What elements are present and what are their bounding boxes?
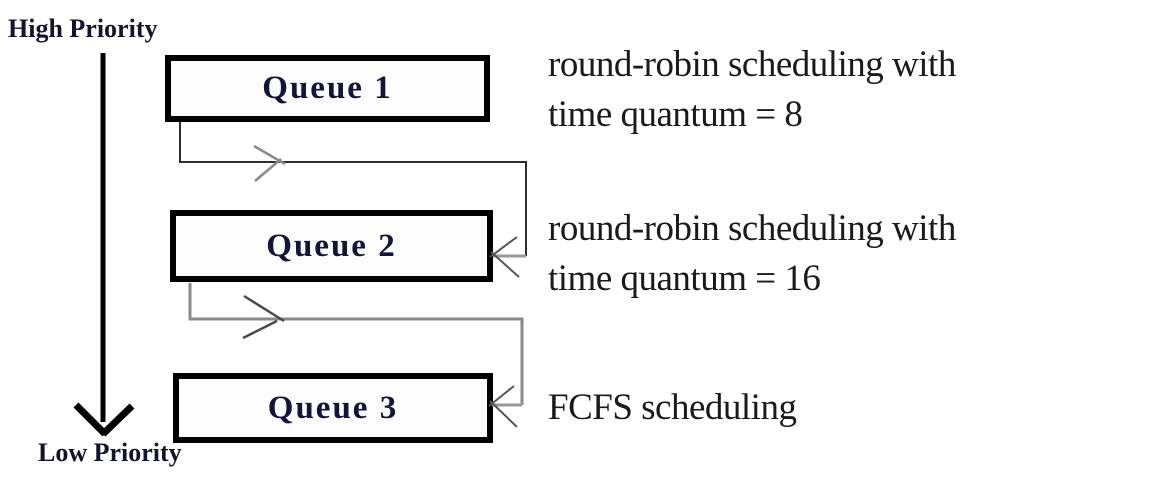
queue1-queue2-mid-arrowhead-icon	[253, 144, 286, 182]
queue1-box: Queue 1	[165, 55, 490, 122]
high-priority-label: High Priority	[8, 14, 158, 43]
queue3-annotation-line1: FCFS scheduling	[548, 387, 797, 428]
priority-arrowhead-down-icon	[73, 402, 135, 437]
queue3-annotation: FCFS scheduling	[548, 383, 797, 433]
queue3-entry-arrowhead-icon	[488, 385, 518, 428]
queue1-annotation: round-robin scheduling with time quantum…	[548, 40, 956, 140]
queue2-queue3-mid-arrowhead-icon	[242, 294, 285, 340]
queue3-box: Queue 3	[173, 373, 493, 443]
queue1-annotation-line1: round-robin scheduling with	[548, 44, 956, 85]
low-priority-label: Low Priority	[38, 438, 182, 467]
queue2-box: Queue 2	[170, 210, 493, 282]
queue3-label: Queue 3	[267, 389, 399, 426]
queue1-label: Queue 1	[262, 70, 393, 106]
queue1-annotation-line2: time quantum = 8	[548, 94, 803, 135]
queue2-annotation-line1: round-robin scheduling with	[548, 208, 956, 249]
queue2-annotation: round-robin scheduling with time quantum…	[548, 204, 956, 304]
queue2-annotation-line2: time quantum = 16	[548, 258, 821, 299]
queue2-entry-arrowhead-icon	[489, 236, 520, 278]
queue2-label: Queue 2	[266, 227, 397, 264]
